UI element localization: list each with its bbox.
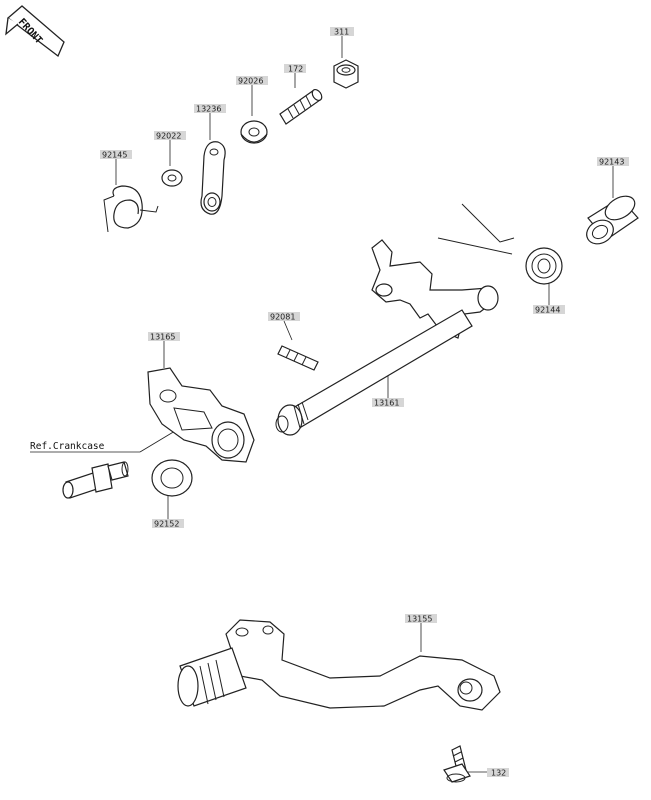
part-link-13236 — [200, 141, 226, 215]
label-13161[interactable]: 13161 — [372, 398, 404, 408]
label-92081[interactable]: 92081 — [268, 312, 300, 322]
label-92143[interactable]: 92143 — [597, 157, 629, 167]
part-bolt-132 — [443, 745, 471, 783]
label-172[interactable]: 172 — [284, 64, 306, 74]
label-92144[interactable]: 92144 — [533, 305, 565, 315]
part-washer-92026 — [240, 120, 268, 144]
label-92145[interactable]: 92145 — [100, 150, 132, 160]
part-collar-92143 — [586, 195, 639, 245]
svg-text:92081: 92081 — [270, 313, 295, 322]
part-spring-92144 — [437, 203, 563, 285]
label-132[interactable]: 132 — [487, 768, 509, 778]
svg-text:92144: 92144 — [535, 306, 560, 315]
label-311[interactable]: 311 — [330, 27, 354, 37]
svg-text:13155: 13155 — [407, 615, 432, 624]
svg-text:92145: 92145 — [102, 151, 127, 160]
part-shaft-13161 — [275, 239, 499, 436]
part-pedal-13155 — [177, 619, 501, 711]
label-13155[interactable]: 13155 — [405, 614, 437, 624]
part-spring-92081 — [277, 345, 319, 371]
part-plate-13165 — [147, 367, 255, 463]
label-13236[interactable]: 13236 — [194, 104, 226, 114]
label-92026[interactable]: 92026 — [236, 76, 268, 86]
svg-text:92152: 92152 — [154, 520, 179, 529]
label-13165[interactable]: 13165 — [148, 332, 180, 342]
reference-note: Ref.Crankcase — [30, 441, 105, 452]
label-92152[interactable]: 92152 — [152, 519, 184, 529]
part-pin-172 — [279, 88, 323, 125]
svg-text:13165: 13165 — [150, 333, 175, 342]
part-washer-92152 — [151, 459, 193, 497]
part-spring-92145 — [103, 185, 159, 233]
part-washer-92022 — [161, 169, 183, 187]
part-bolt-crankcase — [62, 461, 129, 499]
svg-text:92026: 92026 — [238, 77, 263, 86]
svg-text:13236: 13236 — [196, 105, 221, 114]
svg-text:311: 311 — [334, 28, 349, 37]
svg-text:13161: 13161 — [374, 399, 399, 408]
label-92022[interactable]: 92022 — [154, 131, 186, 141]
svg-text:92143: 92143 — [599, 158, 624, 167]
front-arrow-icon: FRONT — [5, 5, 65, 58]
svg-text:92022: 92022 — [156, 132, 181, 141]
part-nut-311 — [333, 59, 359, 89]
svg-text:172: 172 — [288, 65, 303, 74]
svg-text:132: 132 — [491, 769, 506, 778]
